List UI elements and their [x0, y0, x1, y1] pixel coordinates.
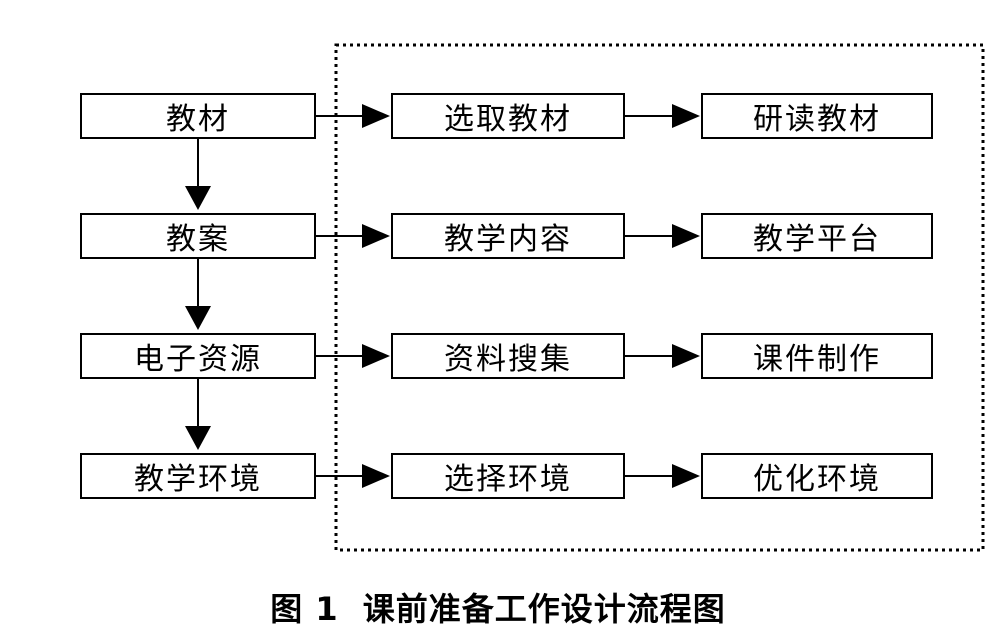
horizontal-connector [625, 224, 700, 248]
node-middle-0: 选取教材 [391, 93, 625, 139]
node-left-1: 教案 [80, 213, 316, 259]
figure-title: 课前准备工作设计流程图 [362, 590, 726, 628]
node-left-3: 教学环境 [80, 453, 316, 499]
horizontal-connector [625, 104, 700, 128]
node-left-0: 教材 [80, 93, 316, 139]
figure-caption: 图 1 课前准备工作设计流程图 [0, 584, 996, 630]
horizontal-connector [625, 464, 700, 488]
node-right-2: 课件制作 [701, 333, 933, 379]
node-middle-2: 资料搜集 [391, 333, 625, 379]
node-middle-3: 选择环境 [391, 453, 625, 499]
node-right-1: 教学平台 [701, 213, 933, 259]
vertical-connector [185, 139, 211, 210]
horizontal-connector [316, 104, 390, 128]
figure-number: 图 1 [270, 590, 339, 628]
node-middle-1: 教学内容 [391, 213, 625, 259]
node-right-3: 优化环境 [701, 453, 933, 499]
horizontal-connector [625, 344, 700, 368]
horizontal-connector [316, 224, 390, 248]
horizontal-connector [316, 344, 390, 368]
node-left-2: 电子资源 [80, 333, 316, 379]
vertical-connector [185, 259, 211, 330]
dotted-boundary [334, 43, 985, 552]
vertical-connector [185, 379, 211, 450]
horizontal-connector [316, 464, 390, 488]
node-right-0: 研读教材 [701, 93, 933, 139]
